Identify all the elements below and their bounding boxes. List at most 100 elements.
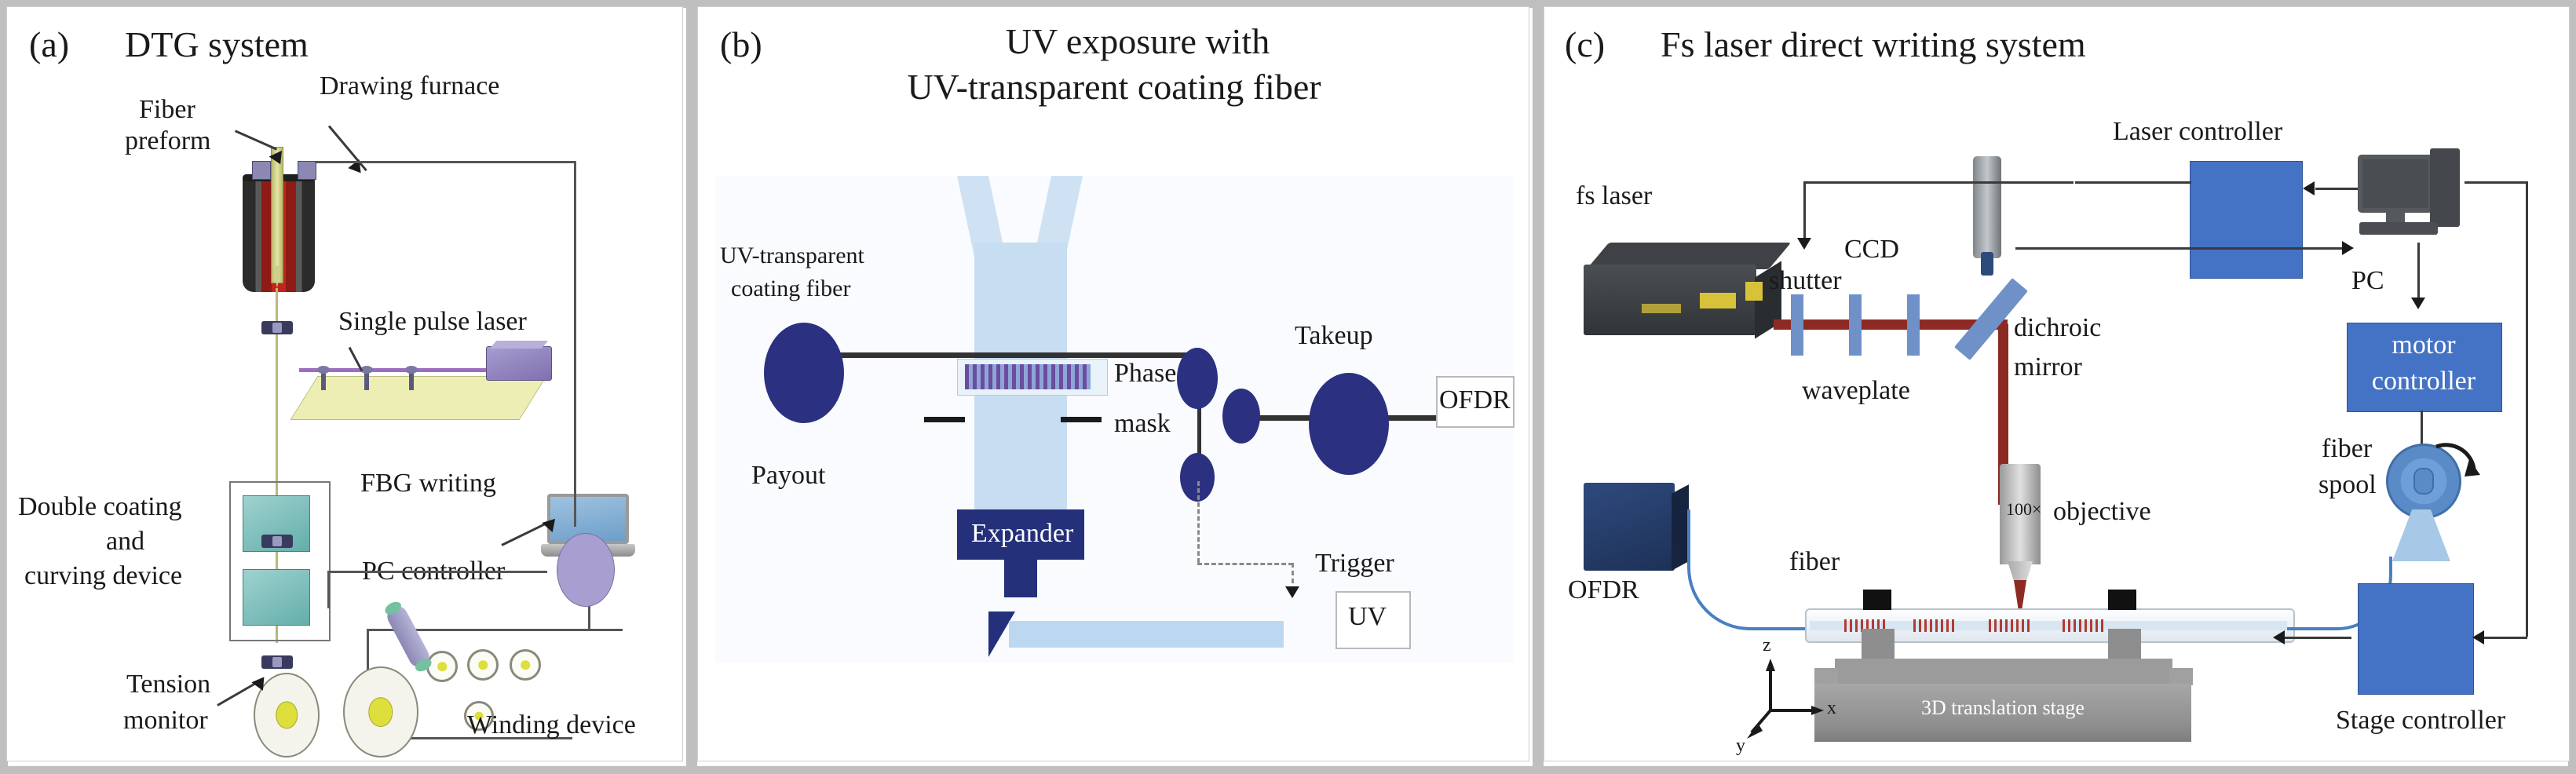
coordinate-axes-icon — [1747, 659, 1824, 739]
wire-coater-stub — [327, 571, 330, 608]
fiber-guide-3 — [261, 655, 293, 669]
leader-pc — [501, 522, 546, 546]
fiber-guide-2 — [261, 535, 293, 548]
panel-a-title: DTG system — [125, 24, 309, 64]
3d-translation-stage-body — [1814, 684, 2191, 742]
stage-top-plate — [1835, 659, 2172, 685]
optic-mount-3 — [405, 366, 418, 390]
label-trigger: Trigger — [1315, 549, 1394, 578]
ofdr-front-panel — [1584, 483, 1675, 571]
wire-right-to-stagectrl — [2483, 637, 2527, 639]
ofdr-side-panel — [1672, 484, 1689, 571]
label-and: and — [106, 527, 145, 556]
uv-source-box — [1336, 591, 1411, 649]
label-monitor: monitor — [123, 706, 208, 735]
label-stage-controller: Stage controller — [2336, 706, 2506, 735]
label-curving-device: curving device — [24, 561, 183, 590]
waveplate-element-1 — [1849, 294, 1862, 356]
pulley-4 — [464, 701, 494, 731]
label-uv-transparent-2: coating fiber — [731, 276, 851, 301]
fiber-preform-graphic — [271, 147, 283, 283]
pc-keyboard — [2359, 222, 2438, 235]
label-fbg-writing: FBG writing — [360, 469, 496, 498]
fs-laser-graphic — [1584, 243, 1792, 339]
label-waveplate: waveplate — [1802, 376, 1910, 405]
leader-tension — [217, 682, 257, 706]
fs-laser-decal — [1642, 304, 1681, 313]
label-axis-z: z — [1763, 635, 1771, 655]
laser-controller-box[interactable] — [2190, 161, 2303, 279]
label-payout: Payout — [751, 461, 826, 490]
label-preform: preform — [125, 126, 211, 155]
pc-tower — [2430, 148, 2460, 227]
wire-coater-laptop — [327, 571, 547, 573]
left-border-bar — [0, 0, 8, 774]
stage-lip-right — [2169, 668, 2193, 685]
stage-controller-box[interactable] — [2358, 583, 2474, 695]
panel-separator-1 — [686, 0, 697, 774]
wire-right-vertical — [574, 161, 576, 527]
fiber-path-vertical — [1197, 356, 1201, 481]
wire-motor-to-spool — [2421, 411, 2423, 453]
pc-workstation-graphic[interactable] — [2358, 148, 2465, 243]
wire-pc-to-lasctrl — [2315, 188, 2358, 190]
objective-tip — [2008, 561, 2033, 582]
fs-laser-display — [1700, 293, 1736, 309]
label-shutter: shutter — [1769, 266, 1842, 295]
motor-controller-box[interactable] — [2347, 323, 2502, 412]
leader-preform — [234, 130, 278, 151]
spool-cone — [2392, 509, 2450, 561]
label-3d-translation-stage: 3D translation stage — [1921, 696, 2085, 719]
expander-stem — [1004, 560, 1037, 597]
pulley-3 — [510, 649, 541, 681]
takeup-spool — [1309, 373, 1389, 475]
label-fiber: Fiber — [139, 95, 195, 124]
label-uv-transparent-1: UV-transparent — [720, 243, 864, 268]
fiber-clamp-top-1 — [1863, 590, 1891, 610]
aperture-slit-right — [1061, 417, 1102, 422]
label-objective: objective — [2053, 497, 2151, 526]
wire-pc-to-motor — [2417, 243, 2420, 301]
ir-beam-horizontal — [1774, 319, 2008, 330]
trigger-arrow — [1285, 586, 1299, 598]
panel-c-title: Fs laser direct writing system — [1661, 24, 2086, 64]
fs-laser-indicator — [1745, 282, 1763, 301]
label-fiber-spool-1: fiber — [2322, 434, 2373, 463]
label-drawing-furnace: Drawing furnace — [320, 71, 500, 100]
label-dichroic: dichroic — [2014, 313, 2102, 342]
coating-unit-2 — [243, 569, 310, 626]
bottom-border-bar — [0, 766, 2576, 774]
label-objective-magnification: 100× — [2006, 499, 2042, 519]
optic-mount-2 — [360, 366, 373, 390]
drawn-fiber-line — [276, 288, 278, 643]
pc-monitor-stand — [2386, 213, 2405, 222]
fiber-guide-1 — [261, 321, 293, 334]
capstan-roller — [383, 602, 433, 671]
label-pc: PC — [2351, 266, 2384, 295]
panel-c-tag: (c) — [1565, 24, 1606, 64]
payout-spool — [764, 323, 844, 423]
stage-pedestal-2 — [2108, 629, 2141, 663]
fbg-grating-4 — [2063, 619, 2103, 632]
label-ofdr-c: OFDR — [1568, 575, 1639, 604]
label-mirror: mirror — [2014, 352, 2082, 382]
label-single-pulse-laser: Single pulse laser — [338, 307, 527, 336]
panel-b-uv-exposure: (b) UV exposure with UV-transparent coat… — [697, 6, 1529, 761]
wire-ccd-to-pc — [2015, 247, 2344, 250]
ofdr-box-b — [1436, 376, 1515, 428]
objective-lens-graphic — [2000, 464, 2041, 564]
panel-a-dtg-system: (a) DTG system Fiber preform Drawing fur… — [6, 6, 683, 761]
label-double-coating: Double coating — [18, 492, 182, 521]
beam-expander — [957, 509, 1084, 560]
ofdr-instrument-graphic — [1579, 472, 1689, 574]
aperture-slit-left — [924, 417, 965, 422]
wire-to-laser-controller — [2075, 181, 2191, 184]
ccd-pc-arrow — [2342, 241, 2354, 255]
shutter-element — [1791, 294, 1803, 356]
label-mask: mask — [1114, 409, 1171, 438]
stage-input-arrow — [2273, 630, 2285, 644]
label-fs-laser: fs laser — [1576, 181, 1653, 210]
phase-mask-grating — [965, 364, 1091, 389]
pulley-2 — [467, 649, 499, 681]
label-tension: Tension — [126, 670, 211, 699]
